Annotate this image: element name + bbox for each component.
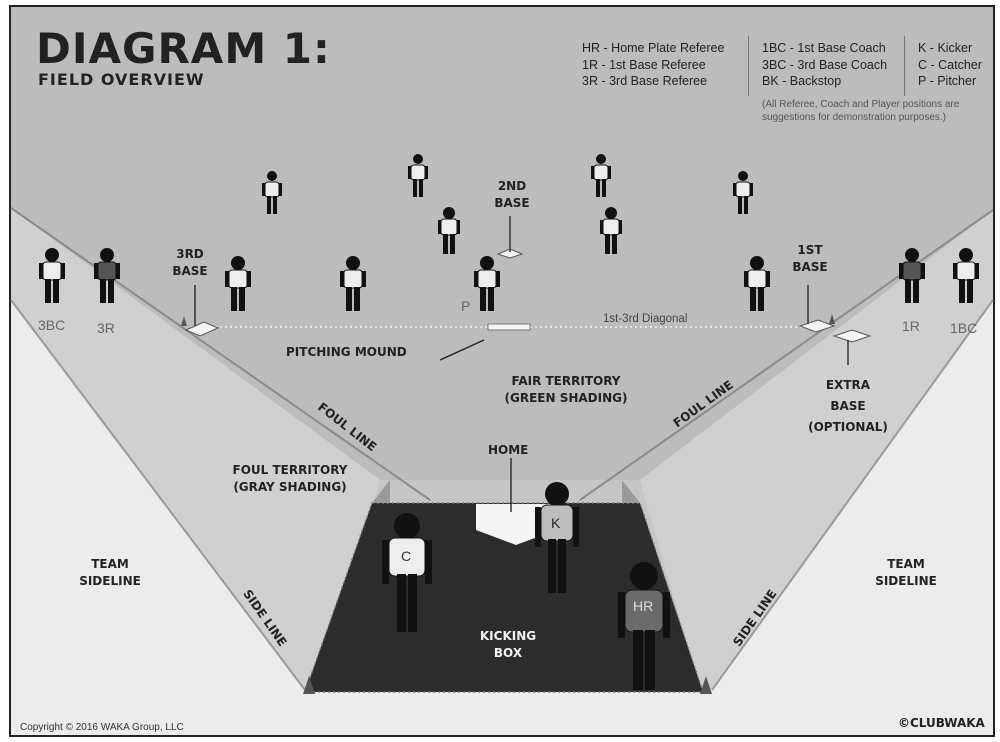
second-base-bag <box>496 248 524 259</box>
team-sideline-left <box>11 300 305 732</box>
pylon-right <box>700 676 712 694</box>
backstop-right <box>622 480 640 503</box>
legend-item: 3R - 3rd Base Referee <box>582 74 708 88</box>
copyright-text: Copyright © 2016 WAKA Group, LLC <box>20 722 184 733</box>
player-figure <box>733 171 753 214</box>
team-sideline-left-label: TEAM SIDELINE <box>79 557 141 588</box>
brand-logo: ©CLUBWAKA <box>898 716 985 730</box>
legend-coaches: 1BC - 1st Base Coach 3BC - 3rd Base Coac… <box>762 40 887 90</box>
legend-item: HR - Home Plate Referee <box>582 41 725 55</box>
extra-base-bag <box>832 329 872 343</box>
catcher-figure <box>382 513 432 632</box>
foul-territory-label: FOUL TERRITORY (GRAY SHADING) <box>232 463 348 494</box>
first-base-label: 1ST BASE <box>792 243 828 274</box>
legend-item: 3BC - 3rd Base Coach <box>762 57 888 72</box>
player-figure <box>744 256 770 311</box>
legend-item: P - Pitcher <box>918 74 977 88</box>
first-base-bag <box>798 319 836 333</box>
page-title: DIAGRAM 1: <box>36 24 331 73</box>
player-figure <box>474 256 500 311</box>
player-figure <box>600 207 622 254</box>
legend-divider <box>748 36 749 96</box>
backstop-left <box>372 480 390 503</box>
player-figure <box>340 256 366 311</box>
legend-note: (All Referee, Coach and Player positions… <box>762 99 960 123</box>
third-base-pylon <box>181 316 187 326</box>
coach-figure-1bc <box>953 248 979 303</box>
first-base-coach-label: 1BC <box>950 320 978 336</box>
fair-territory-label: FAIR TERRITORY (GREEN SHADING) <box>504 374 628 405</box>
home-label: HOME <box>488 443 529 457</box>
team-sideline-right-label: TEAM SIDELINE <box>875 557 937 588</box>
diagonal-label: 1st-3rd Diagonal <box>603 313 688 325</box>
outfield-players <box>39 154 979 690</box>
home-plate-referee-label: HR <box>633 598 654 614</box>
legend-players: K - Kicker C - Catcher P - Pitcher <box>918 40 982 90</box>
team-sideline-right <box>712 300 993 732</box>
player-figure <box>591 154 611 197</box>
third-base-bag <box>184 321 220 337</box>
legend-item: C - Catcher <box>918 57 982 72</box>
home-plate-referee-figure <box>618 562 670 690</box>
foul-line-left <box>10 207 431 501</box>
legend-divider <box>904 36 905 96</box>
legend-item: BK - Backstop <box>762 74 842 88</box>
coach-figure-3bc <box>39 248 65 303</box>
foul-line-right <box>579 209 994 501</box>
pitcher-label: P <box>461 298 471 314</box>
side-line-right <box>711 299 994 691</box>
kicker-label: K <box>551 515 561 531</box>
third-base-coach-label: 3BC <box>38 317 66 333</box>
pylon-left <box>303 676 315 694</box>
page-subtitle: FIELD OVERVIEW <box>38 70 205 89</box>
pitching-rubber <box>487 323 531 331</box>
third-base-referee-label: 3R <box>97 320 115 336</box>
legend-item: 1R - 1st Base Referee <box>582 57 706 72</box>
kicking-box-label: KICKING BOX <box>479 629 537 660</box>
referee-figure-3r <box>94 248 120 303</box>
player-figure <box>408 154 428 197</box>
referee-figure-1r <box>899 248 925 303</box>
kicker-figure <box>535 482 579 593</box>
outfield-area <box>11 7 993 480</box>
mound-pointer <box>439 339 485 361</box>
catcher-label: C <box>401 548 412 564</box>
side-line-left <box>10 299 306 691</box>
second-base-label: 2ND BASE <box>494 179 530 210</box>
legend-item: K - Kicker <box>918 41 973 55</box>
player-figure <box>438 207 460 254</box>
extra-base-label: EXTRA BASE (OPTIONAL) <box>808 378 888 434</box>
first-base-referee-label: 1R <box>902 318 920 334</box>
pitching-mound-label: PITCHING MOUND <box>286 345 407 359</box>
third-base-label: 3RD BASE <box>172 247 208 278</box>
player-figure <box>262 171 282 214</box>
legend-item: 1BC - 1st Base Coach <box>762 41 886 55</box>
bottom-strip <box>11 690 993 735</box>
first-base-pylon <box>829 314 835 324</box>
player-figure <box>225 256 251 311</box>
legend-referees: HR - Home Plate Referee 1R - 1st Base Re… <box>582 40 724 90</box>
